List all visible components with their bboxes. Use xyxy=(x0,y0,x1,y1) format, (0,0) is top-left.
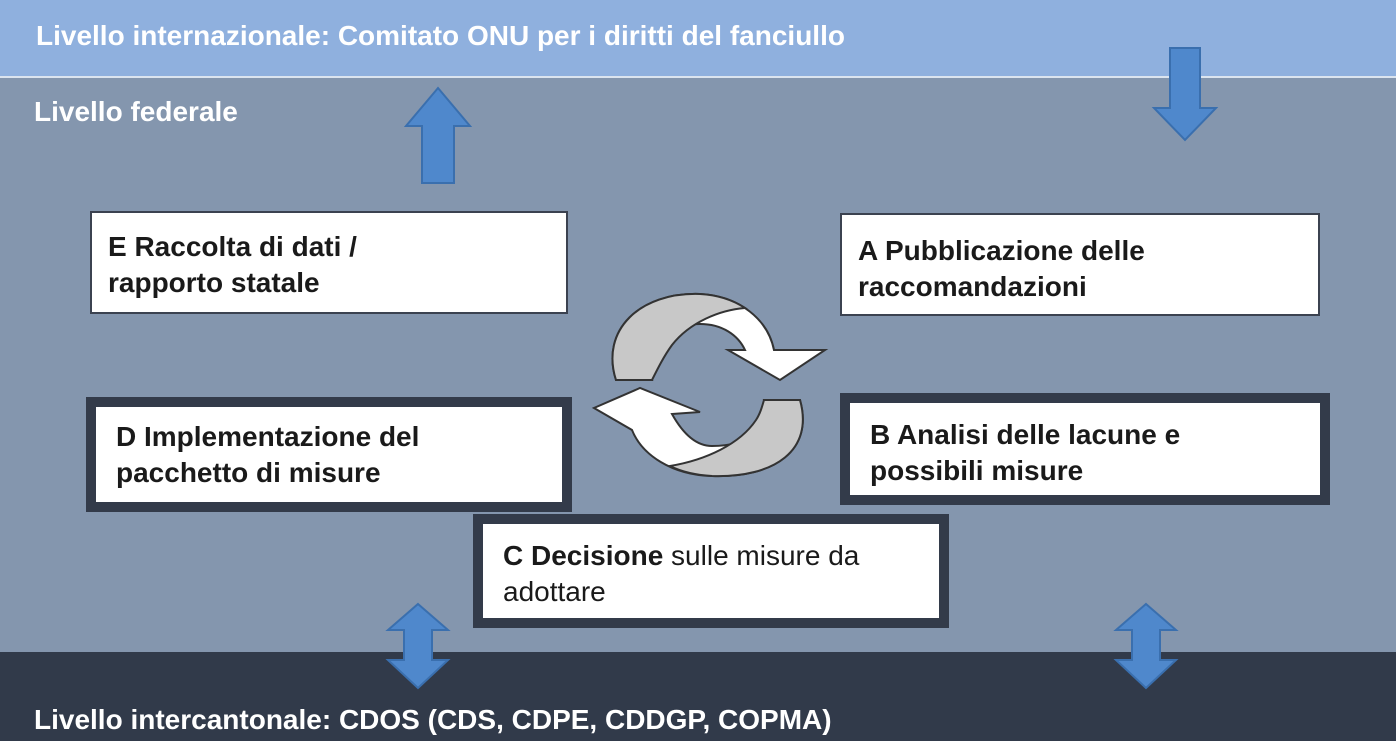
step-e-line2: rapporto statale xyxy=(108,267,320,298)
step-a-line2: raccomandazioni xyxy=(858,271,1087,302)
step-a-box: A Pubblicazione delle raccomandazioni xyxy=(840,213,1320,316)
international-level-label: Livello internazionale: Comitato ONU per… xyxy=(36,20,845,51)
international-level-band: Livello internazionale: Comitato ONU per… xyxy=(0,0,1396,76)
step-c-line2: adottare xyxy=(503,576,606,607)
step-c-line1: C Decisione sulle misure da xyxy=(503,538,859,573)
step-e-line1: E Raccolta di dati / xyxy=(108,231,357,262)
federal-level-label: Livello federale xyxy=(34,96,238,127)
step-d-line1: D Implementazione del xyxy=(116,421,420,452)
step-b-line2: possibili misure xyxy=(870,455,1084,486)
step-b-line1: B Analisi delle lacune e xyxy=(870,419,1181,450)
step-c-line1-rest: sulle misure da xyxy=(663,540,860,571)
step-d-box: D Implementazione del pacchetto di misur… xyxy=(86,397,572,512)
step-e-box: E Raccolta di dati / rapporto statale xyxy=(90,211,568,314)
step-a-line1: A Pubblicazione delle xyxy=(858,235,1145,266)
step-c-box: C Decisione sulle misure da adottare xyxy=(473,514,949,628)
step-d-line2: pacchetto di misure xyxy=(116,457,381,488)
intercantonal-level-label: Livello intercantonale: CDOS (CDS, CDPE,… xyxy=(34,704,832,735)
step-c-title: C Decisione xyxy=(503,540,664,571)
intercantonal-level-band: Livello intercantonale: CDOS (CDS, CDPE,… xyxy=(0,652,1396,741)
step-b-box: B Analisi delle lacune e possibili misur… xyxy=(840,393,1330,505)
